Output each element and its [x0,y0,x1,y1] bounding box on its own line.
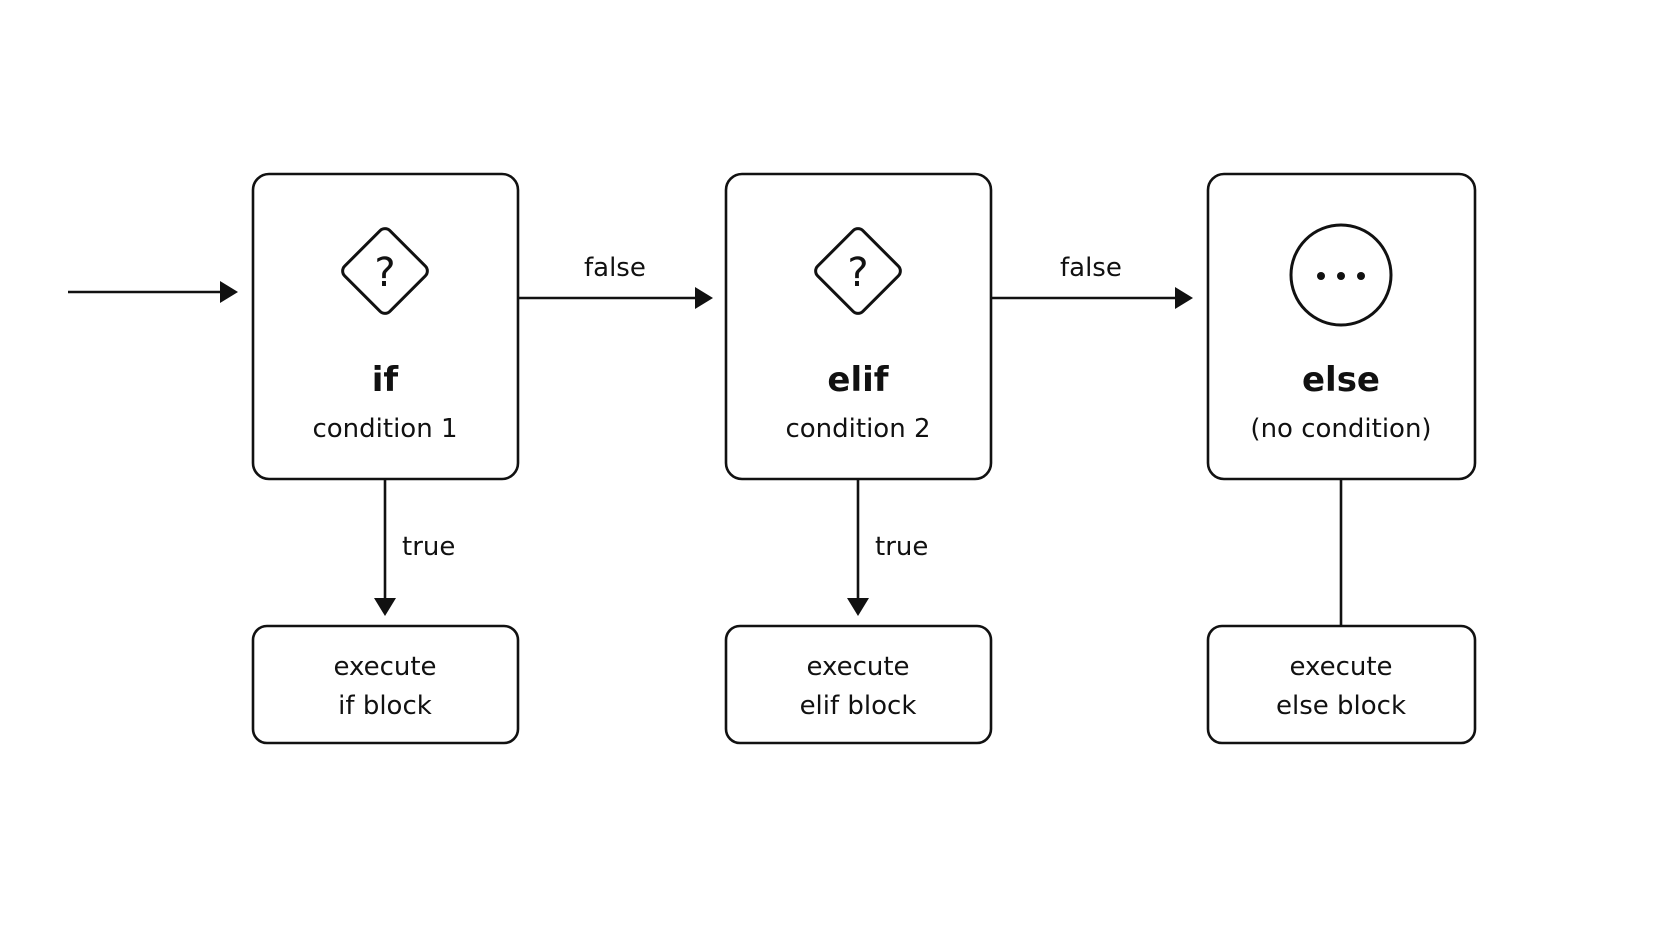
else-node-title: else [1302,360,1380,400]
else-node: else (no condition) [1206,172,1477,481]
if-false-arrow: false [518,253,713,309]
elif-true-label: true [875,532,928,562]
if-node-title: if [372,360,400,400]
question-diamond-icon: ? [341,227,429,315]
if-true-arrow: true [374,479,455,616]
if-block-line2: if block [338,691,432,721]
question-mark: ? [847,250,868,296]
ellipsis-circle-icon [1289,223,1393,327]
elif-node-subtitle: condition 2 [785,414,930,444]
elif-false-arrow: false [991,253,1193,309]
question-diamond-icon: ? [814,227,902,315]
if-node: ? if condition 1 [251,172,520,481]
if-block: execute if block [251,624,520,745]
elif-block: execute elif block [724,624,993,745]
if-false-label: false [584,253,646,283]
elif-block-line2: elif block [800,691,917,721]
else-block-line2: else block [1276,691,1406,721]
if-node-subtitle: condition 1 [312,414,457,444]
entry-arrow [68,281,238,303]
elif-block-line1: execute [806,652,909,682]
else-block: execute else block [1206,624,1477,745]
elif-node: ? elif condition 2 [724,172,993,481]
else-block-line1: execute [1289,652,1392,682]
if-block-line1: execute [333,652,436,682]
elif-node-title: elif [827,360,889,400]
elif-true-arrow: true [847,479,928,616]
else-node-subtitle: (no condition) [1250,414,1431,444]
question-mark: ? [374,250,395,296]
elif-false-label: false [1060,253,1122,283]
if-true-label: true [402,532,455,562]
